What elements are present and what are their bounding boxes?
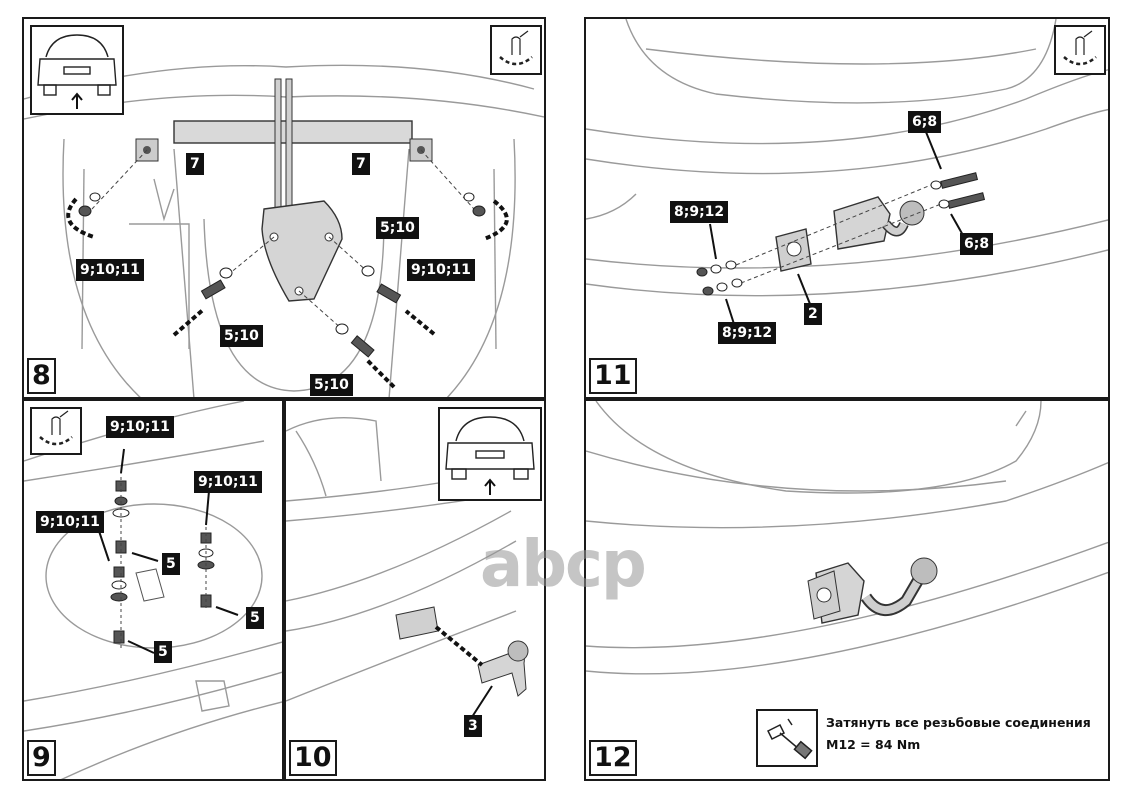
label-7-left: 7 [186,153,204,175]
tighten-inset-11 [1054,25,1106,75]
label-5-10-bottom: 5;10 [310,374,353,396]
step-8-illustration [24,64,544,397]
label-5-right: 5 [246,607,264,629]
step-number-8: 8 [27,358,56,394]
step-number-11: 11 [589,358,637,394]
step-10-panel: 3 10 [284,399,546,781]
step-11-illustration [586,19,1108,325]
label-6-8-top: 6;8 [908,111,942,133]
label-7-right: 7 [352,153,370,175]
label-3: 3 [464,715,482,737]
step-10-illustration [286,417,529,718]
step-9-illustration [24,401,282,779]
label-5-upper: 5 [162,553,180,575]
torque-wrench-icon [766,718,813,760]
label-9-10-11-top: 9;10;11 [106,416,174,438]
step-number-9: 9 [27,740,56,776]
step-number-12: 12 [589,740,637,776]
car-rear-icon [37,34,117,109]
tighten-inset-8 [490,25,542,75]
step-11-panel: 6;8 6;8 8;9;12 8;9;12 2 11 [584,17,1110,399]
step-8-panel: 7 7 9;10;11 9;10;11 5;10 5;10 5;10 8 [22,17,546,399]
label-9-10-11-right: 9;10;11 [194,471,262,493]
label-5-lower: 5 [154,641,172,663]
step-12-illustration [586,401,1108,675]
watermark-logo: abcp [480,528,647,602]
label-8-9-12-bottom: 8;9;12 [718,322,777,344]
car-rear-inset [30,25,124,115]
label-9-10-11-right: 9;10;11 [407,259,475,281]
tighten-inset-9 [30,407,82,455]
label-6-8-right: 6;8 [960,233,994,255]
label-5-10-right-top: 5;10 [376,217,419,239]
car-rear-icon [445,416,535,495]
label-9-10-11-left: 9;10;11 [76,259,144,281]
tighten-hand-icon [1063,30,1097,66]
tighten-hand-icon [499,30,533,66]
tighten-hand-icon [39,410,73,446]
torque-instruction-value: M12 = 84 Nm [826,737,921,752]
label-8-9-12-top: 8;9;12 [670,201,729,223]
label-5-10-left: 5;10 [220,325,263,347]
label-2: 2 [804,303,822,325]
step-number-10: 10 [289,740,337,776]
torque-wrench-box [756,709,818,767]
step-9-panel: 9;10;11 9;10;11 9;10;11 5 5 5 9 [22,399,284,781]
step-12-panel: 12 [584,399,1110,781]
torque-instruction-line1: Затянуть все резьбовые соединения [826,715,1091,730]
label-9-10-11-left: 9;10;11 [36,511,104,533]
torque-instruction: Затянуть все резьбовые соединения M12 = … [826,712,1091,756]
car-rear-inset-10 [438,407,542,501]
